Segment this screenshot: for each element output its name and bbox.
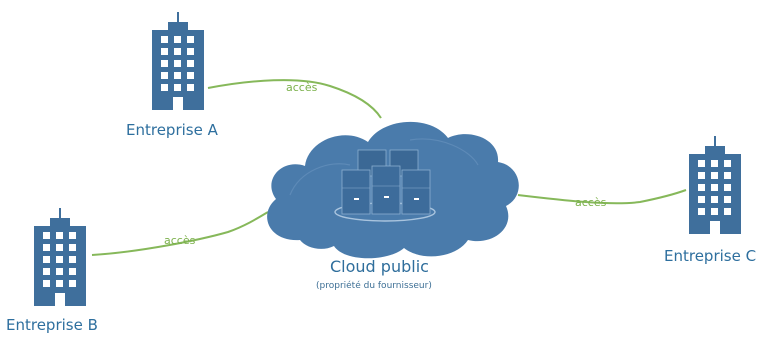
entreprise-a-label: Entreprise A bbox=[126, 121, 218, 139]
entreprise-b-label: Entreprise B bbox=[6, 316, 98, 334]
link-cloud-entreprise-c bbox=[517, 189, 687, 205]
entreprise-c-label: Entreprise C bbox=[664, 247, 757, 265]
cloud-subtitle: (propriété du fournisseur) bbox=[316, 281, 432, 291]
link-entreprise-b-cloud bbox=[91, 211, 269, 256]
building-icon-entreprise-a bbox=[152, 12, 204, 110]
link-label-entreprise-b: accès bbox=[164, 234, 196, 247]
server-rack-icon bbox=[334, 149, 436, 222]
cloud-title: Cloud public bbox=[330, 257, 429, 276]
link-entreprise-a-cloud bbox=[207, 79, 382, 119]
building-icon-entreprise-c bbox=[689, 136, 741, 234]
link-label-entreprise-a: accès bbox=[286, 81, 318, 94]
building-icon-entreprise-b bbox=[34, 208, 86, 306]
link-label-entreprise-c: accès bbox=[575, 196, 607, 209]
